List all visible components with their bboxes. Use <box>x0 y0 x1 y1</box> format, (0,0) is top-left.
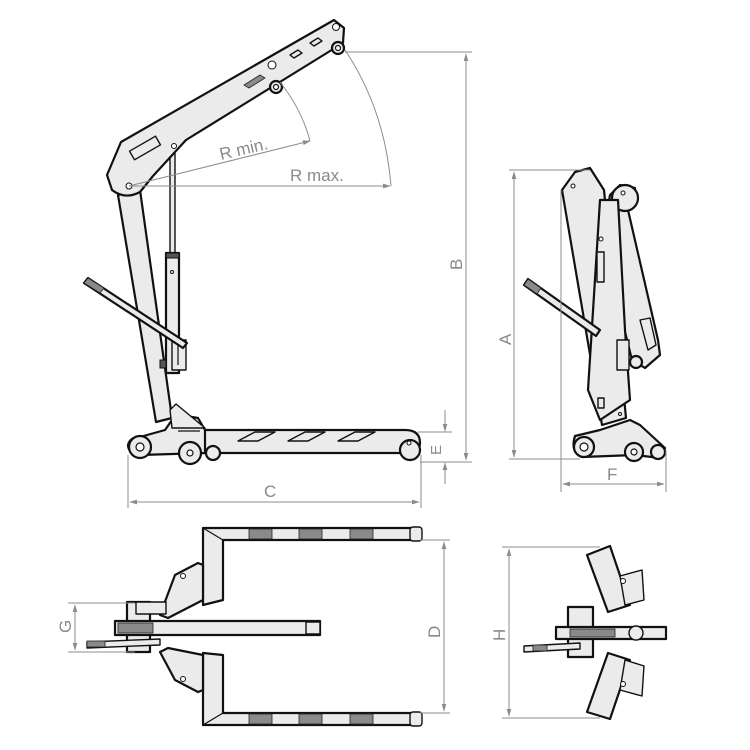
f-label: F <box>607 465 617 484</box>
c-label: C <box>264 482 276 501</box>
pump-handle <box>82 276 189 350</box>
r-max-label: R max. <box>290 166 344 185</box>
mast-gusset <box>169 403 206 429</box>
dimension-c: C <box>127 455 422 508</box>
boom <box>105 18 346 197</box>
dimension-d: D <box>420 539 450 714</box>
fork-plate-upper <box>158 561 205 620</box>
dimension-e: E <box>418 410 452 484</box>
base-leg <box>193 428 422 462</box>
top-leg-upper <box>201 526 420 607</box>
folded-pump <box>616 339 630 371</box>
top-view-folded: H <box>490 544 668 721</box>
dimension-g: G <box>56 602 135 653</box>
folded-leg-upper <box>585 544 632 614</box>
side-view-folded: A F <box>496 166 667 492</box>
dimension-b: B <box>345 51 472 463</box>
h-label: H <box>490 629 509 641</box>
leg-tip-wheel <box>409 526 423 542</box>
ram-rod <box>169 152 176 259</box>
dimension-h: H <box>490 546 600 719</box>
side-view-operating: R min. R max. B E C <box>82 18 472 508</box>
folded-leg-lower <box>585 651 632 721</box>
b-label: B <box>447 259 466 270</box>
handle-grip <box>83 277 105 294</box>
r-min-label: R min. <box>218 134 270 164</box>
dimension-a: A <box>496 169 590 460</box>
leg-marking <box>337 431 376 442</box>
d-label: D <box>425 626 444 638</box>
e-label: E <box>428 445 445 455</box>
leg-marking <box>237 431 276 442</box>
front-wheel <box>398 438 422 462</box>
fork-plate-lower <box>158 646 205 694</box>
boom-label-plate <box>128 135 162 161</box>
top-view-operating: G D <box>56 526 450 727</box>
leg-marking <box>287 431 326 442</box>
leg-tip-wheel <box>409 711 423 727</box>
dimension-f: F <box>560 190 667 492</box>
leg-rear-wheel <box>204 444 222 462</box>
g-label: G <box>56 620 75 633</box>
a-label: A <box>496 333 515 345</box>
